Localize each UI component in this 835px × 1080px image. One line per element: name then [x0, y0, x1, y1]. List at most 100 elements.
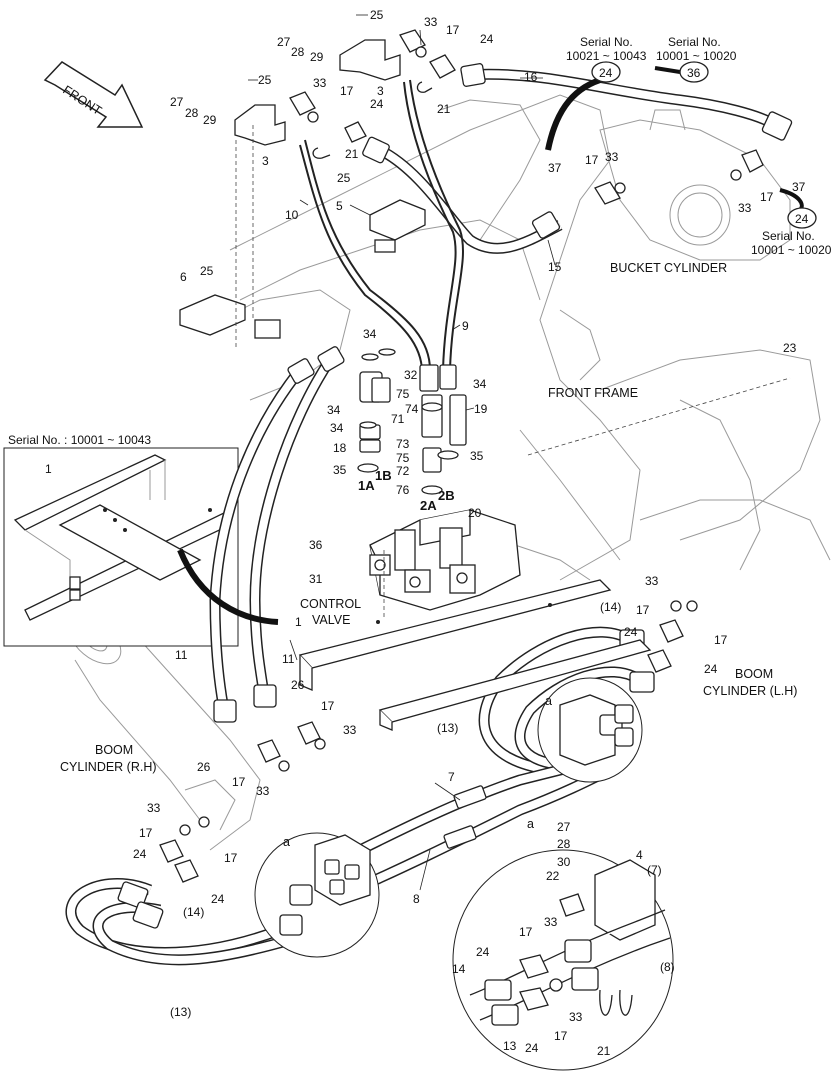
- part-25: 25: [258, 73, 272, 87]
- detail-a-clamp-block: [537, 677, 643, 783]
- part-27: 27: [277, 35, 291, 49]
- part-29: 29: [310, 50, 324, 64]
- part-26: 26: [197, 760, 211, 774]
- leader-lines: [248, 14, 556, 891]
- part-73: 73: [396, 437, 410, 451]
- part-74: 74: [405, 402, 419, 416]
- valve-fittings: [357, 348, 467, 495]
- part-27: 27: [557, 820, 571, 834]
- part-17: 17: [224, 851, 238, 865]
- part-17: 17: [760, 190, 774, 204]
- part-1: 1: [295, 615, 302, 629]
- part-24: 24: [525, 1041, 539, 1055]
- port-1b-label: 1B: [375, 468, 392, 483]
- part-14: 14: [452, 962, 466, 976]
- flanges-and-clamps: [159, 29, 764, 883]
- valve-mounting-brackets: [298, 579, 652, 731]
- part-17: 17: [714, 633, 728, 647]
- port-2b-label: 2B: [438, 488, 455, 503]
- detail-a-label-1: a: [545, 694, 552, 708]
- part-25: 25: [370, 8, 384, 22]
- part-17: 17: [636, 603, 650, 617]
- part-17: 17: [139, 826, 153, 840]
- boom-rh-label-1: BOOM: [95, 743, 133, 757]
- part-14: (14): [183, 905, 204, 919]
- part-11: 11: [175, 648, 188, 662]
- part-10: 10: [285, 208, 299, 222]
- port-2a-label: 2A: [420, 498, 437, 513]
- serial-top-1: Serial No.: [580, 35, 633, 49]
- part-37: 37: [792, 180, 806, 194]
- part-8: 8: [413, 892, 420, 906]
- front-frame-outline: [199, 94, 831, 581]
- part-26: 26: [291, 678, 305, 692]
- circle-24a-badge: [591, 61, 621, 83]
- circle-24b-text: 24: [795, 212, 809, 226]
- part-17: 17: [446, 23, 460, 37]
- part-28: 28: [291, 45, 305, 59]
- part-72: 72: [396, 464, 410, 478]
- part-76: 76: [396, 483, 410, 497]
- part-22: 22: [546, 869, 560, 883]
- part-9: 9: [462, 319, 469, 333]
- bucket-cylinder-label: BUCKET CYLINDER: [610, 261, 727, 275]
- part-21: 21: [345, 147, 359, 161]
- detail-a-large: [452, 849, 674, 1071]
- part-1: 1: [45, 462, 52, 476]
- serial-top-2: 10021 ~ 10043: [566, 49, 647, 63]
- part-33: 33: [147, 801, 161, 815]
- circle-36-text: 36: [687, 66, 701, 80]
- part-17: 17: [585, 153, 599, 167]
- part-29: 29: [203, 113, 217, 127]
- part-33: 33: [424, 15, 438, 29]
- part-28: 28: [557, 837, 571, 851]
- serial-right-2: 10001 ~ 10020: [751, 243, 832, 257]
- part-13: (13): [437, 721, 458, 735]
- part-75: 75: [396, 451, 410, 465]
- part-11: 11: [282, 652, 295, 666]
- front-arrow-icon: [43, 61, 144, 128]
- part-33: 33: [738, 201, 752, 215]
- part-15: 15: [548, 260, 562, 274]
- part-25: 25: [337, 171, 351, 185]
- serial-inset-box: [3, 447, 239, 647]
- detail-a-label-2: a: [283, 835, 290, 849]
- part-3: 3: [377, 84, 384, 98]
- part-24: 24: [624, 625, 638, 639]
- part-34: 34: [330, 421, 344, 435]
- part-34: 34: [327, 403, 341, 417]
- circle-36-badge: [679, 61, 709, 83]
- part-33: 33: [544, 915, 558, 929]
- hose-fittings: [117, 63, 793, 929]
- part-33: 33: [313, 76, 327, 90]
- part-28: 28: [185, 106, 199, 120]
- part-35: 35: [333, 463, 347, 477]
- serial-right-1: Serial No.: [762, 229, 815, 243]
- part-33: 33: [569, 1010, 583, 1024]
- detail-a-middle: [254, 832, 380, 958]
- hoses: [65, 68, 779, 966]
- front-frame-label: FRONT FRAME: [548, 386, 638, 400]
- boom-lh-label-1: BOOM: [735, 667, 773, 681]
- boom-lh-label-2: CYLINDER (L.H): [703, 684, 797, 698]
- control-valve-label-1: CONTROL: [300, 597, 361, 611]
- part-24: 24: [476, 945, 490, 959]
- boom-rh-label-2: CYLINDER (R.H): [60, 760, 157, 774]
- part-21: 21: [437, 102, 451, 116]
- part-33: 33: [645, 574, 659, 588]
- part-24: 24: [370, 97, 384, 111]
- serial-inset-label: Serial No. : 10001 ~ 10043: [8, 433, 151, 447]
- part-24: 24: [704, 662, 718, 676]
- dashed-leaders: [235, 125, 791, 620]
- part-14: (14): [600, 600, 621, 614]
- port-1a-label: 1A: [358, 478, 375, 493]
- control-valve-body: [369, 509, 521, 611]
- circle-24b-badge: [787, 207, 817, 229]
- part-75: 75: [396, 387, 410, 401]
- part-8: (8): [660, 960, 675, 974]
- part-32: 32: [404, 368, 418, 382]
- part-24: 24: [211, 892, 225, 906]
- part-37: 37: [548, 161, 562, 175]
- control-valve-label-2: VALVE: [312, 613, 350, 627]
